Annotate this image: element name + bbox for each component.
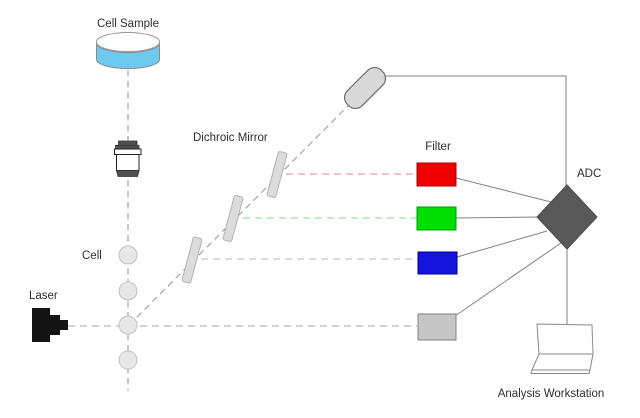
petri-dish-liquid (96, 42, 160, 69)
detector-to-adc-line (381, 75, 567, 186)
cell-particle (118, 281, 138, 301)
adc-label: ADC (577, 168, 601, 180)
blue-filter (417, 251, 458, 275)
dichroic-mirror-label: Dichroic Mirror (193, 132, 268, 144)
objective-lip (114, 148, 142, 155)
dichroic-mirror-1 (266, 151, 288, 198)
objective-lens (114, 140, 142, 177)
filter-label: Filter (425, 141, 451, 153)
petri-dish (96, 32, 160, 69)
dichroic-mirror-3 (181, 236, 203, 284)
emission-diagonal-dashed-line (128, 100, 354, 326)
blue-filter-to-adc-line (456, 230, 548, 258)
neutral-filter-to-adc-line (454, 242, 562, 317)
cell-label: Cell (82, 250, 102, 262)
laser-label: Laser (29, 290, 58, 302)
red-filter (416, 162, 457, 187)
filter-bank (416, 162, 458, 341)
petri-dish-rim (96, 32, 160, 52)
analysis-workstation-label: Analysis Workstation (498, 388, 605, 400)
laptop-base (531, 353, 594, 371)
laptop-front-edge (530, 369, 591, 374)
dichroic-mirrors (181, 151, 288, 284)
laptop-screen (536, 323, 594, 355)
cell-particle-at-interrogation-point (118, 315, 138, 335)
cell-particle (118, 245, 138, 265)
green-filter (416, 206, 457, 231)
red-filter-to-adc-line (455, 177, 552, 203)
adc-node (536, 184, 598, 250)
neutral-filter (417, 313, 457, 341)
laptop (530, 323, 594, 374)
cell-particle (118, 350, 138, 370)
objective-tip (115, 170, 140, 177)
objective-body (116, 154, 140, 171)
dichroic-mirror-2 (222, 195, 244, 242)
laser-source (32, 308, 68, 342)
cell-stream (118, 245, 138, 370)
photodetector (343, 66, 387, 110)
cell-sample-label: Cell Sample (97, 18, 159, 30)
green-filter-to-adc-line (455, 216, 539, 219)
